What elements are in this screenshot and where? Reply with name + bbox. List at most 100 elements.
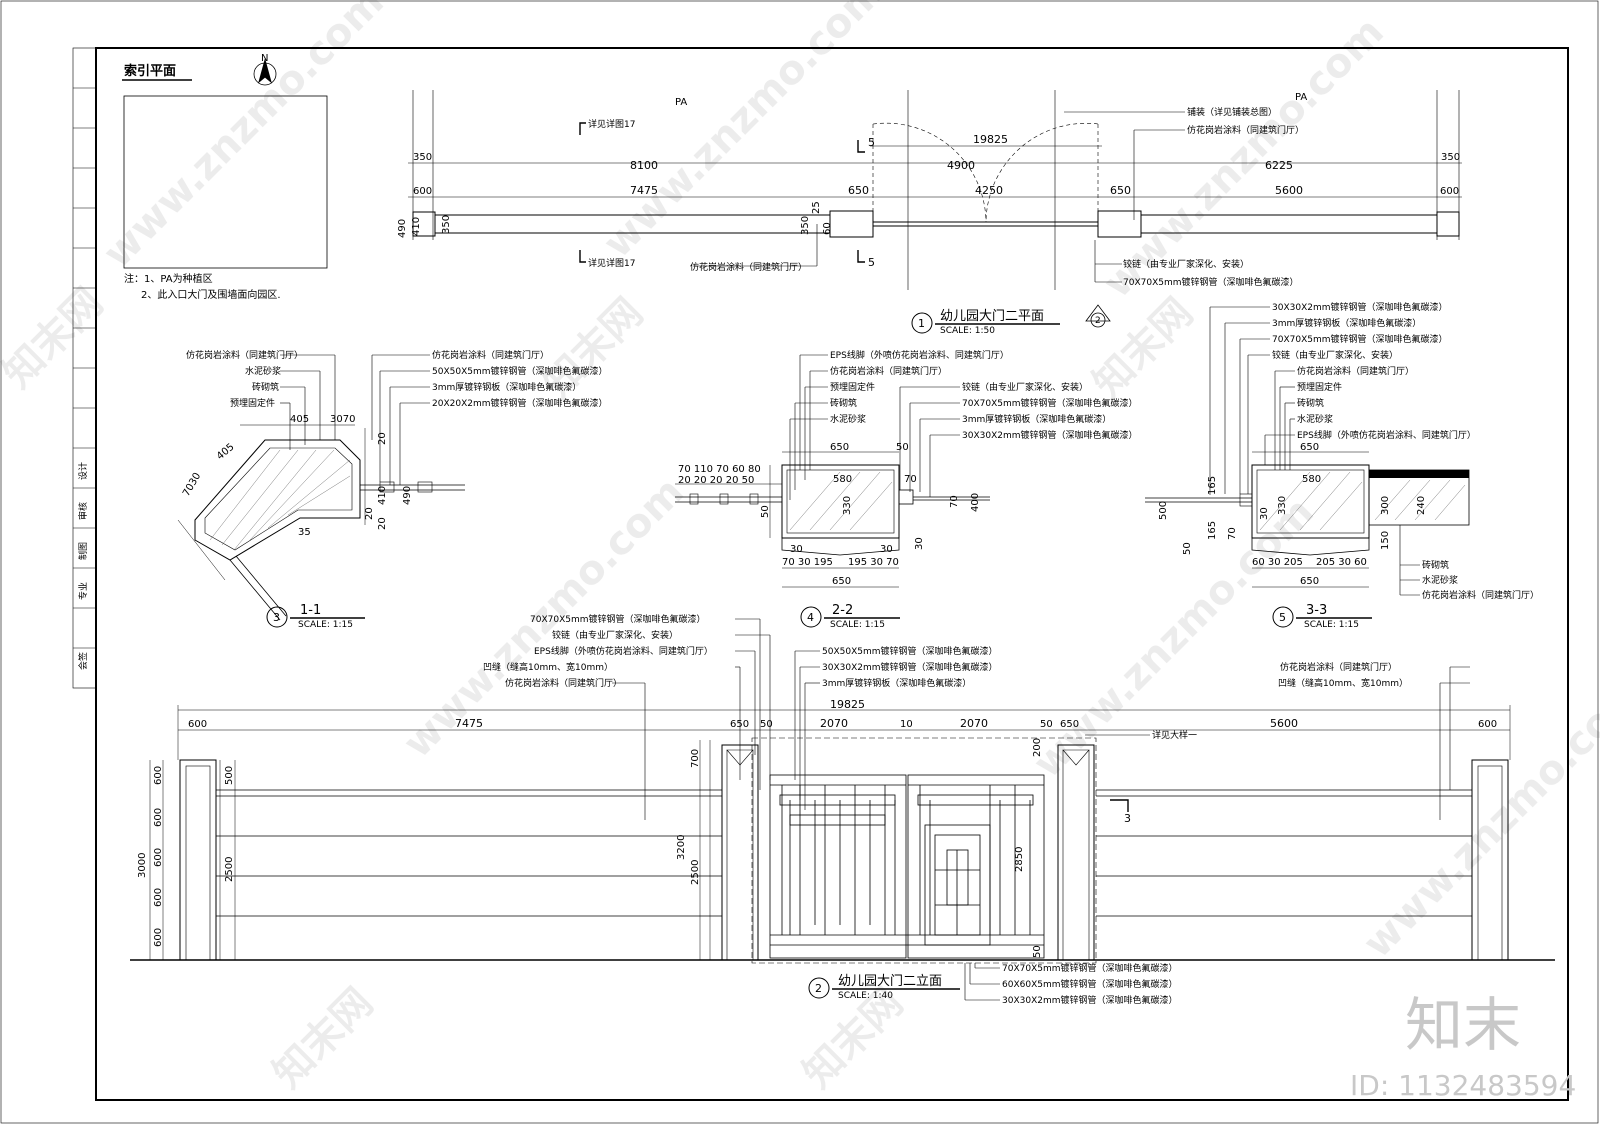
svg-text:5600: 5600 — [1270, 717, 1298, 730]
svg-text:19825: 19825 — [830, 698, 865, 711]
brand-logo: 知末 — [1405, 991, 1521, 1059]
svg-text:20: 20 — [377, 432, 388, 445]
svg-text:650: 650 — [848, 184, 869, 197]
svg-text:EPS线脚（外喷仿花岗岩涂料、同建筑门厅）: EPS线脚（外喷仿花岗岩涂料、同建筑门厅） — [1297, 429, 1476, 441]
svg-text:仿花岗岩涂料（同建筑门厅）: 仿花岗岩涂料（同建筑门厅） — [1187, 124, 1304, 136]
svg-text:3mm厚镀锌钢板（深咖啡色氟碳漆）: 3mm厚镀锌钢板（深咖啡色氟碳漆） — [432, 381, 581, 393]
svg-text:70: 70 — [1227, 527, 1238, 540]
svg-text:N: N — [261, 53, 268, 64]
svg-text:350: 350 — [413, 152, 432, 163]
svg-text:50: 50 — [1040, 719, 1053, 730]
note-1: 注：1、PA为种植区 — [124, 272, 213, 285]
svg-text:490: 490 — [402, 486, 413, 505]
svg-text:410: 410 — [377, 486, 388, 505]
svg-text:3-3: 3-3 — [1306, 603, 1327, 618]
svg-text:350: 350 — [800, 216, 811, 235]
svg-text:7030: 7030 — [181, 471, 203, 499]
svg-text:2500: 2500 — [224, 857, 235, 882]
svg-text:650: 650 — [1300, 442, 1319, 453]
svg-text:600: 600 — [153, 848, 164, 867]
svg-text:4250: 4250 — [975, 184, 1003, 197]
svg-text:10: 10 — [900, 719, 913, 730]
svg-text:3070: 3070 — [330, 414, 355, 425]
svg-text:650: 650 — [830, 442, 849, 453]
elevation-title-block: 2 幼儿园大门二立面 SCALE: 1:40 — [808, 974, 960, 1001]
svg-text:600: 600 — [153, 766, 164, 785]
section-2-2: 650 50 70 110 70 60 80 20 20 20 20 50 58… — [675, 349, 1138, 630]
section-2-2-title: 4 2-2 SCALE: 1:15 — [800, 603, 900, 630]
svg-text:仿花岗岩涂料（同建筑门厅）: 仿花岗岩涂料（同建筑门厅） — [1422, 589, 1539, 601]
pa-left: PA — [675, 97, 687, 108]
svg-text:30X30X2mm镀锌钢管（深咖啡色氟碳漆）: 30X30X2mm镀锌钢管（深咖啡色氟碳漆） — [962, 429, 1138, 441]
svg-text:20: 20 — [377, 517, 388, 530]
svg-text:3000: 3000 — [137, 853, 148, 878]
plan-title: 幼儿园大门二平面 — [940, 309, 1044, 324]
svg-text:30: 30 — [1259, 507, 1270, 520]
svg-text:EPS线脚（外喷仿花岗岩涂料、同建筑门厅）: EPS线脚（外喷仿花岗岩涂料、同建筑门厅） — [534, 645, 713, 657]
svg-text:砖砌筑: 砖砌筑 — [1422, 559, 1449, 571]
svg-text:7475: 7475 — [630, 184, 658, 197]
frame-border — [95, 47, 1569, 1101]
svg-text:EPS线脚（外喷仿花岗岩涂料、同建筑门厅）: EPS线脚（外喷仿花岗岩涂料、同建筑门厅） — [830, 349, 1009, 361]
svg-text:4900: 4900 — [947, 159, 975, 172]
svg-text:预埋固定件: 预埋固定件 — [230, 397, 275, 409]
svg-text:5: 5 — [868, 256, 875, 269]
svg-text:50: 50 — [760, 505, 771, 518]
svg-text:50: 50 — [1032, 945, 1043, 958]
svg-text:195 30 70: 195 30 70 — [848, 557, 899, 568]
svg-text:砖砌筑: 砖砌筑 — [830, 397, 857, 409]
svg-text:240: 240 — [1416, 496, 1427, 515]
svg-text:4: 4 — [807, 611, 814, 624]
svg-text:20X20X2mm镀锌钢管（深咖啡色氟碳漆）: 20X20X2mm镀锌钢管（深咖啡色氟碳漆） — [432, 397, 608, 409]
svg-text:20: 20 — [364, 507, 375, 520]
svg-text:30: 30 — [880, 544, 893, 555]
note-2: 2、此入口大门及围墙面向园区. — [141, 288, 281, 301]
svg-text:650: 650 — [832, 576, 851, 587]
svg-text:www.znzmo.com: www.znzmo.com — [1025, 489, 1323, 787]
svg-text:预埋固定件: 预埋固定件 — [1297, 381, 1342, 393]
svg-text:165: 165 — [1207, 521, 1218, 540]
svg-text:600: 600 — [1478, 719, 1497, 730]
svg-text:SCALE: 1:15: SCALE: 1:15 — [1304, 620, 1359, 630]
svg-text:水泥砂浆: 水泥砂浆 — [830, 413, 866, 425]
pa-right: PA — [1295, 92, 1307, 103]
index-plan: 索引平面 N 注：1、PA为种植区 2、此入口大门及围墙面向园区. — [122, 53, 328, 301]
svg-text:150: 150 — [1380, 531, 1391, 550]
svg-text:700: 700 — [690, 749, 701, 768]
svg-text:SCALE: 1:40: SCALE: 1:40 — [838, 991, 893, 1001]
svg-text:600: 600 — [153, 808, 164, 827]
svg-text:铰链（由专业厂家深化、安装）: 铰链（由专业厂家深化、安装） — [552, 629, 678, 641]
section-tag-icon — [1085, 304, 1111, 322]
svg-text:70X70X5mm镀锌钢管（深咖啡色氟碳漆）: 70X70X5mm镀锌钢管（深咖啡色氟碳漆） — [1272, 333, 1448, 345]
svg-text:50: 50 — [760, 719, 773, 730]
section-1-1: 405 3070 405 7030 410 20 20 490 20 35 仿花… — [177, 349, 608, 630]
svg-text:仿花岗岩涂料（同建筑门厅）: 仿花岗岩涂料（同建筑门厅） — [1280, 661, 1397, 673]
svg-text:50X50X5mm镀锌钢管（深咖啡色氟碳漆）: 50X50X5mm镀锌钢管（深咖啡色氟碳漆） — [432, 365, 608, 377]
svg-text:仿花岗岩涂料（同建筑门厅）: 仿花岗岩涂料（同建筑门厅） — [1297, 365, 1414, 377]
svg-text:3mm厚镀锌钢板（深咖啡色氟碳漆）: 3mm厚镀锌钢板（深咖啡色氟碳漆） — [1272, 317, 1421, 329]
svg-text:仿花岗岩涂料（同建筑门厅）: 仿花岗岩涂料（同建筑门厅） — [830, 365, 947, 377]
svg-text:5600: 5600 — [1275, 184, 1303, 197]
svg-text:410: 410 — [411, 217, 422, 236]
svg-text:60X60X5mm镀锌钢管（深咖啡色氟碳漆）: 60X60X5mm镀锌钢管（深咖啡色氟碳漆） — [1002, 978, 1178, 990]
svg-text:仿花岗岩涂料（同建筑门厅）: 仿花岗岩涂料（同建筑门厅） — [690, 261, 807, 273]
elevation-title: 幼儿园大门二立面 — [838, 974, 942, 989]
svg-text:60 30 205: 60 30 205 — [1252, 557, 1303, 568]
section-3-3: 650 580 30 330 300 240 150 500 165 165 5… — [1145, 301, 1539, 630]
svg-text:SCALE: 1:15: SCALE: 1:15 — [298, 620, 353, 630]
svg-text:650: 650 — [1110, 184, 1131, 197]
svg-text:水泥砂浆: 水泥砂浆 — [1297, 413, 1333, 425]
svg-text:凹缝（缝高10mm、宽10mm）: 凹缝（缝高10mm、宽10mm） — [483, 661, 613, 673]
svg-text:30X30X2mm镀锌钢管（深咖啡色氟碳漆）: 30X30X2mm镀锌钢管（深咖啡色氟碳漆） — [1272, 301, 1448, 313]
svg-text:www.znzmo.com: www.znzmo.com — [1355, 669, 1600, 967]
svg-text:30: 30 — [790, 544, 803, 555]
svg-text:200: 200 — [1032, 738, 1043, 757]
svg-text:3200: 3200 — [676, 835, 687, 860]
strip-label-5: 会签 — [77, 652, 89, 670]
svg-text:3mm厚镀锌钢板（深咖啡色氟碳漆）: 3mm厚镀锌钢板（深咖啡色氟碳漆） — [962, 413, 1111, 425]
svg-text:500: 500 — [1158, 501, 1169, 520]
svg-text:2070: 2070 — [820, 717, 848, 730]
side-info-strip — [72, 47, 97, 689]
svg-text:50: 50 — [896, 442, 909, 453]
